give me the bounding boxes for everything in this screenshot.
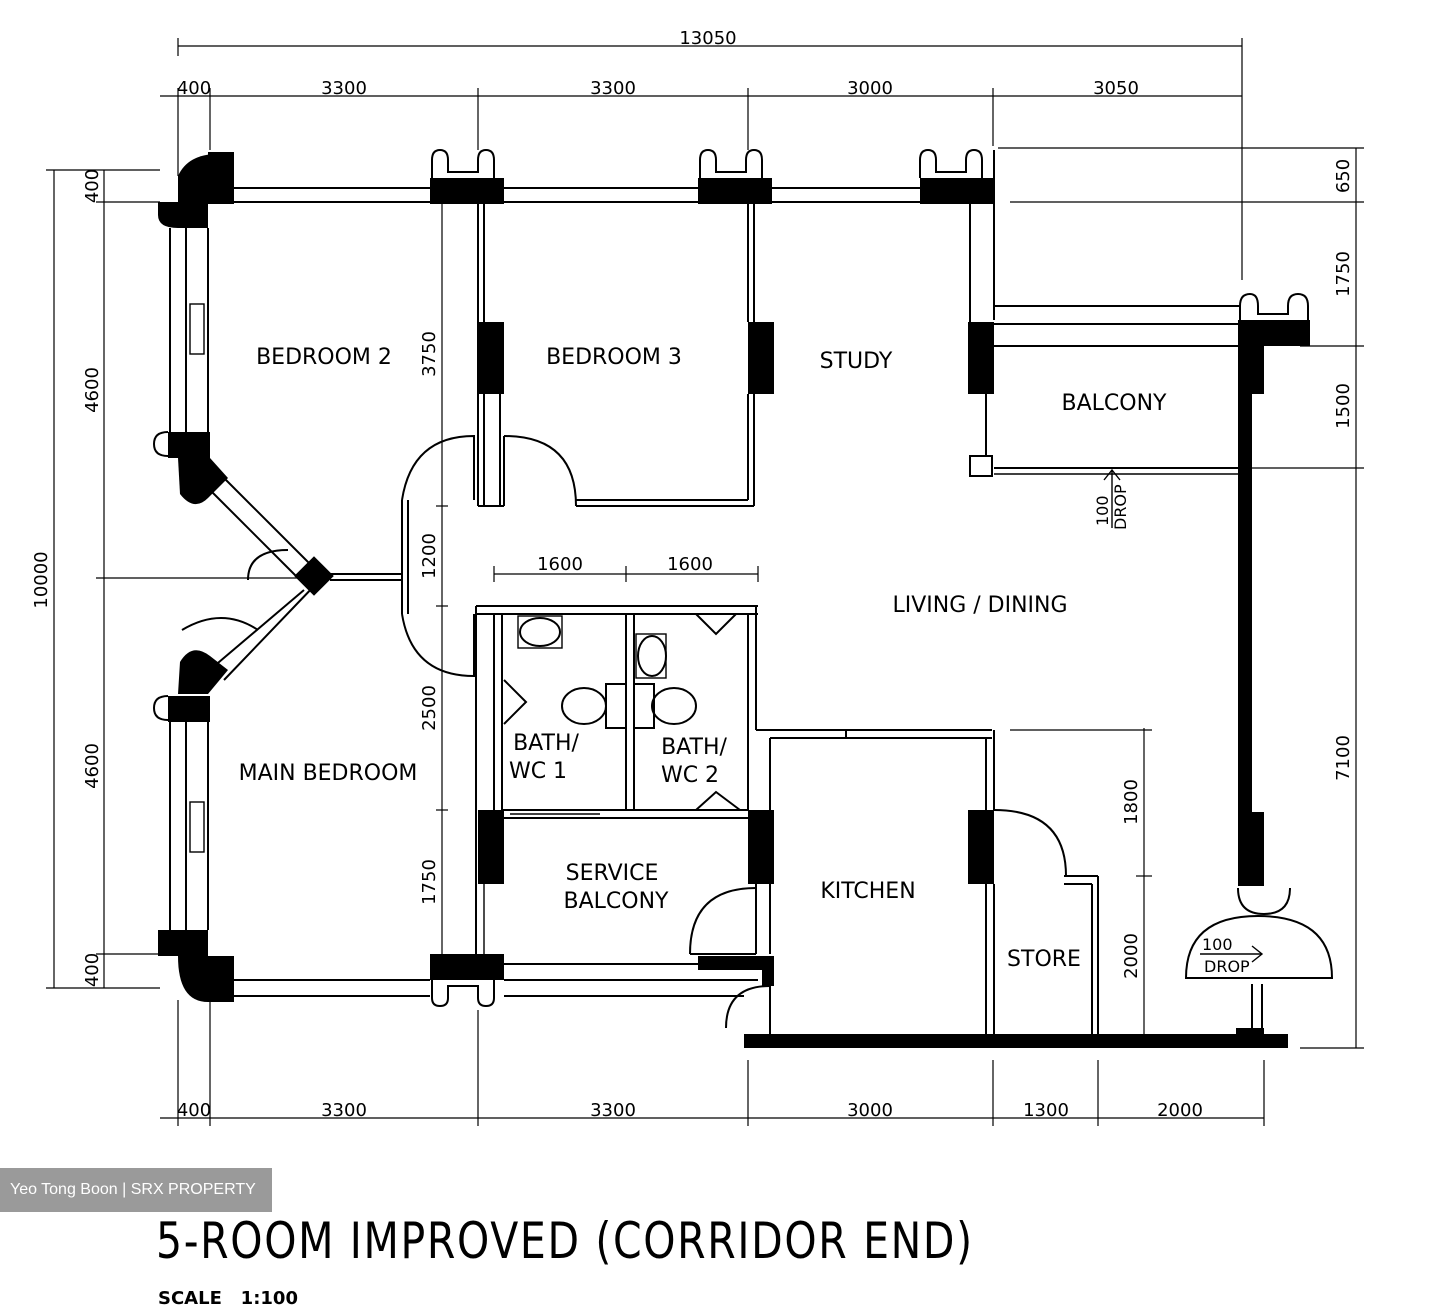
- entry-drop-label: DROP: [1204, 957, 1250, 976]
- dimension-lines: [46, 38, 1364, 1126]
- room-bath-1-line1: BATH/: [513, 731, 579, 756]
- dimension-labels: 13050 400 3300 3300 3000 3050 400 3300 3…: [31, 28, 1354, 1121]
- dim-right-3: 7100: [1333, 735, 1354, 781]
- room-study: STUDY: [820, 349, 893, 374]
- room-bedroom-2: BEDROOM 2: [256, 345, 392, 370]
- room-balcony: BALCONY: [1062, 391, 1168, 416]
- entry-drop-value: 100: [1202, 935, 1233, 954]
- dim-inner-2: 2500: [419, 685, 440, 731]
- dim-inner-3: 1750: [419, 859, 440, 905]
- dim-top-1: 3300: [321, 78, 367, 99]
- plan-title: 5-ROOM IMPROVED (CORRIDOR END): [156, 1212, 974, 1270]
- dim-right-2: 1500: [1333, 383, 1354, 429]
- plan-scale: SCALE 1:100: [158, 1288, 298, 1309]
- dim-bottom-5: 2000: [1157, 1100, 1203, 1121]
- dim-top-3: 3000: [847, 78, 893, 99]
- dim-left-0: 400: [82, 169, 103, 203]
- dim-inner-0: 3750: [419, 331, 440, 377]
- room-labels: BEDROOM 2 BEDROOM 3 STUDY BALCONY LIVING…: [239, 345, 1167, 972]
- balcony-drop-value: 100: [1093, 495, 1112, 526]
- dim-left-overall: 10000: [31, 551, 52, 608]
- room-service-balcony-line1: SERVICE: [566, 861, 659, 886]
- dim-kitchen-0: 1800: [1121, 779, 1142, 825]
- room-bedroom-3: BEDROOM 3: [546, 345, 682, 370]
- balcony-drop-label: DROP: [1111, 484, 1130, 530]
- room-living-dining: LIVING / DINING: [892, 593, 1067, 618]
- room-service-balcony-line2: BALCONY: [564, 889, 670, 914]
- dim-top-0: 400: [177, 78, 211, 99]
- dim-bottom-4: 1300: [1023, 1100, 1069, 1121]
- room-store: STORE: [1007, 947, 1081, 972]
- room-main-bedroom: MAIN BEDROOM: [239, 761, 418, 786]
- window-frames: [152, 148, 1309, 1008]
- room-bath-2-line2: WC 2: [661, 763, 719, 788]
- dim-left-1: 4600: [82, 367, 103, 413]
- room-bath-2-line1: BATH/: [661, 735, 727, 760]
- dim-top-2: 3300: [590, 78, 636, 99]
- dim-top-overall: 13050: [679, 28, 736, 49]
- watermark: Yeo Tong Boon | SRX PROPERTY: [0, 1168, 272, 1212]
- dim-top-4: 3050: [1093, 78, 1139, 99]
- floor-plan: 13050 400 3300 3300 3000 3050 400 3300 3…: [31, 28, 1364, 1126]
- dim-left-2: 4600: [82, 743, 103, 789]
- dim-bottom-0: 400: [177, 1100, 211, 1121]
- dim-left-3: 400: [82, 953, 103, 987]
- dim-inner-1: 1200: [419, 533, 440, 579]
- walls: [158, 150, 1310, 1048]
- dim-bath-1: 1600: [667, 554, 713, 575]
- dim-bottom-3: 3000: [847, 1100, 893, 1121]
- dim-right-0: 650: [1333, 159, 1354, 193]
- dim-bottom-2: 3300: [590, 1100, 636, 1121]
- dim-bottom-1: 3300: [321, 1100, 367, 1121]
- drop-notes: 100 DROP 100 DROP: [1093, 468, 1264, 976]
- dim-bath-0: 1600: [537, 554, 583, 575]
- room-bath-1-line2: WC 1: [509, 759, 567, 784]
- dim-right-1: 1750: [1333, 251, 1354, 297]
- room-kitchen: KITCHEN: [820, 879, 915, 904]
- dim-kitchen-1: 2000: [1121, 933, 1142, 979]
- doors-and-fixtures: [181, 434, 1334, 1029]
